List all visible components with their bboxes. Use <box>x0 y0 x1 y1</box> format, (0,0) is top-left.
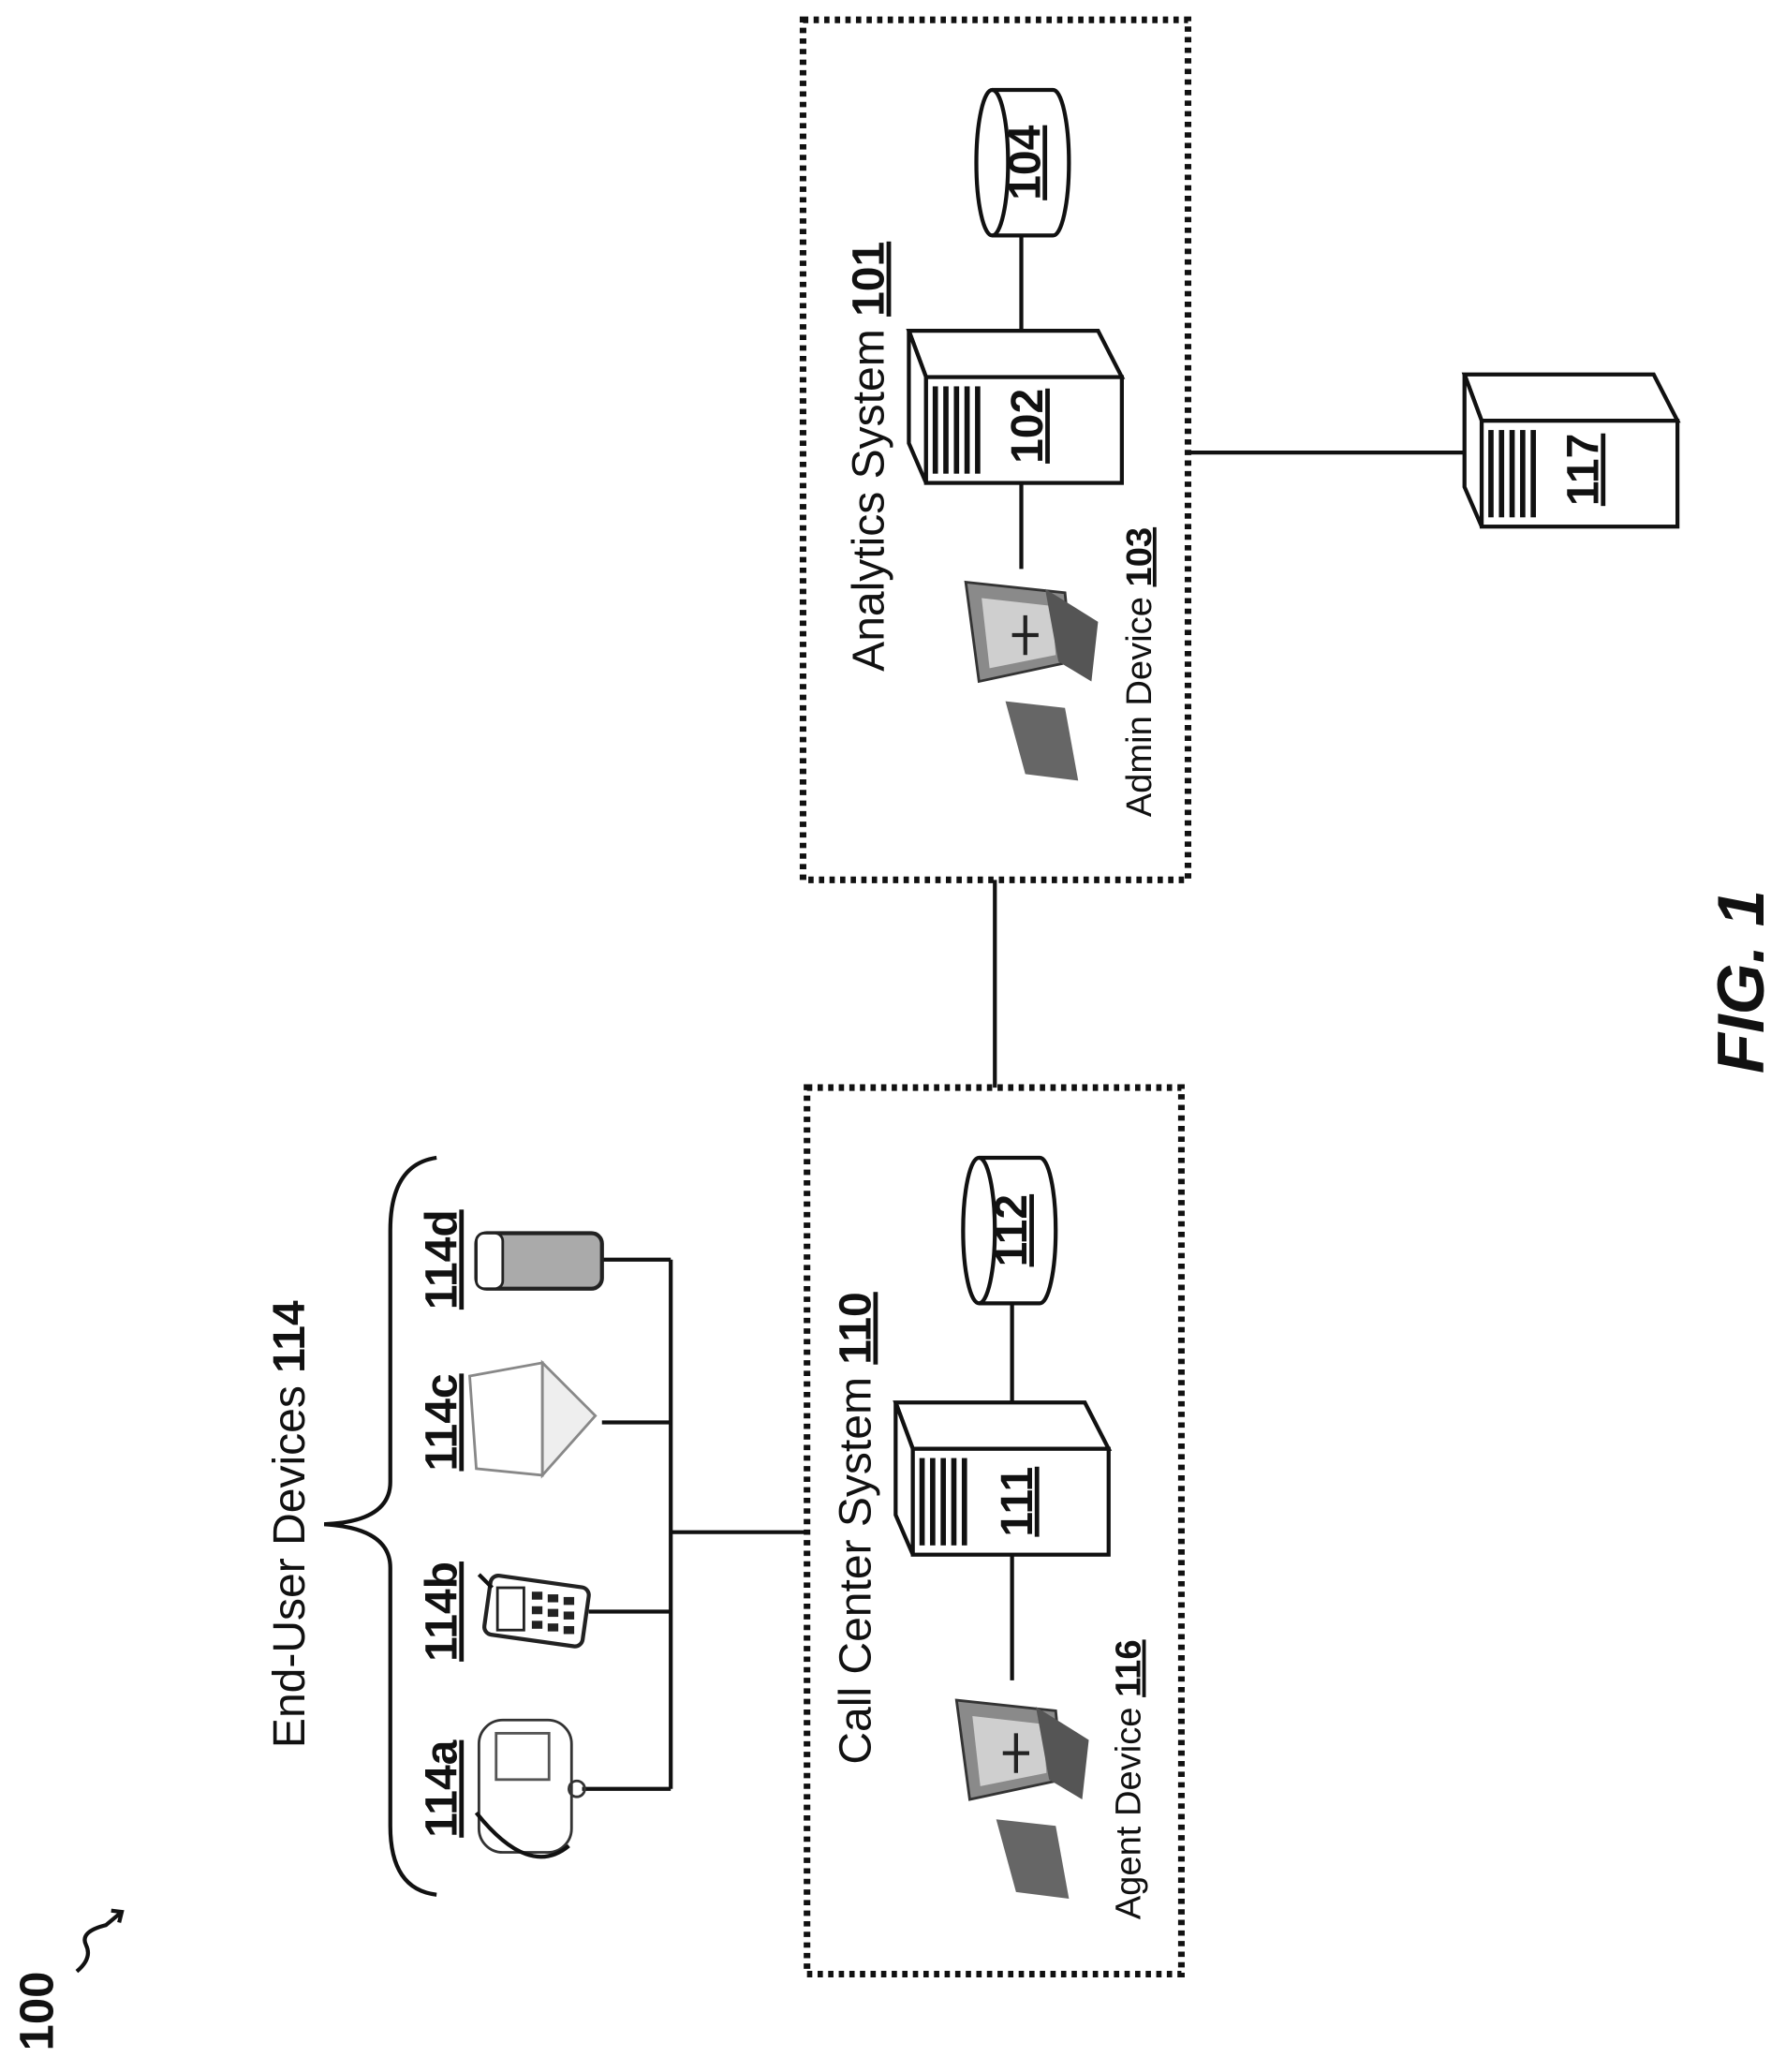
end-user-devices-label: End-User Devices 114 <box>265 1300 315 1748</box>
device-114a-ref: 114a <box>417 1739 466 1837</box>
admin-device-label: Admin Device 103 <box>1119 527 1159 817</box>
device-114d-ref: 114d <box>417 1209 466 1310</box>
smart-speaker-icon <box>477 1233 602 1288</box>
call-center-system-label: Call Center System 110 <box>831 1292 880 1764</box>
server-111-ref: 111 <box>993 1467 1042 1537</box>
figure-caption: FIG. 1 <box>1704 890 1778 1073</box>
desk-phone-icon <box>477 1720 585 1857</box>
mobile-phone-icon <box>479 1575 589 1648</box>
agent-device-icon <box>956 1700 1088 1899</box>
agent-device-label: Agent Device 116 <box>1109 1639 1149 1919</box>
admin-device-icon <box>966 583 1098 781</box>
laptop-icon <box>469 1363 595 1475</box>
server-102-ref: 102 <box>1003 389 1053 464</box>
figure-ref: 100 <box>10 1972 64 2051</box>
device-114c-ref: 114c <box>417 1373 466 1471</box>
figure-ref-arrow <box>77 1911 122 1972</box>
database-104-ref: 104 <box>1000 125 1050 200</box>
analytics-system-label: Analytics System 101 <box>845 242 894 672</box>
device-114b-ref: 114b <box>417 1561 466 1662</box>
database-112-ref: 112 <box>987 1194 1037 1266</box>
server-117-ref: 117 <box>1558 434 1608 506</box>
